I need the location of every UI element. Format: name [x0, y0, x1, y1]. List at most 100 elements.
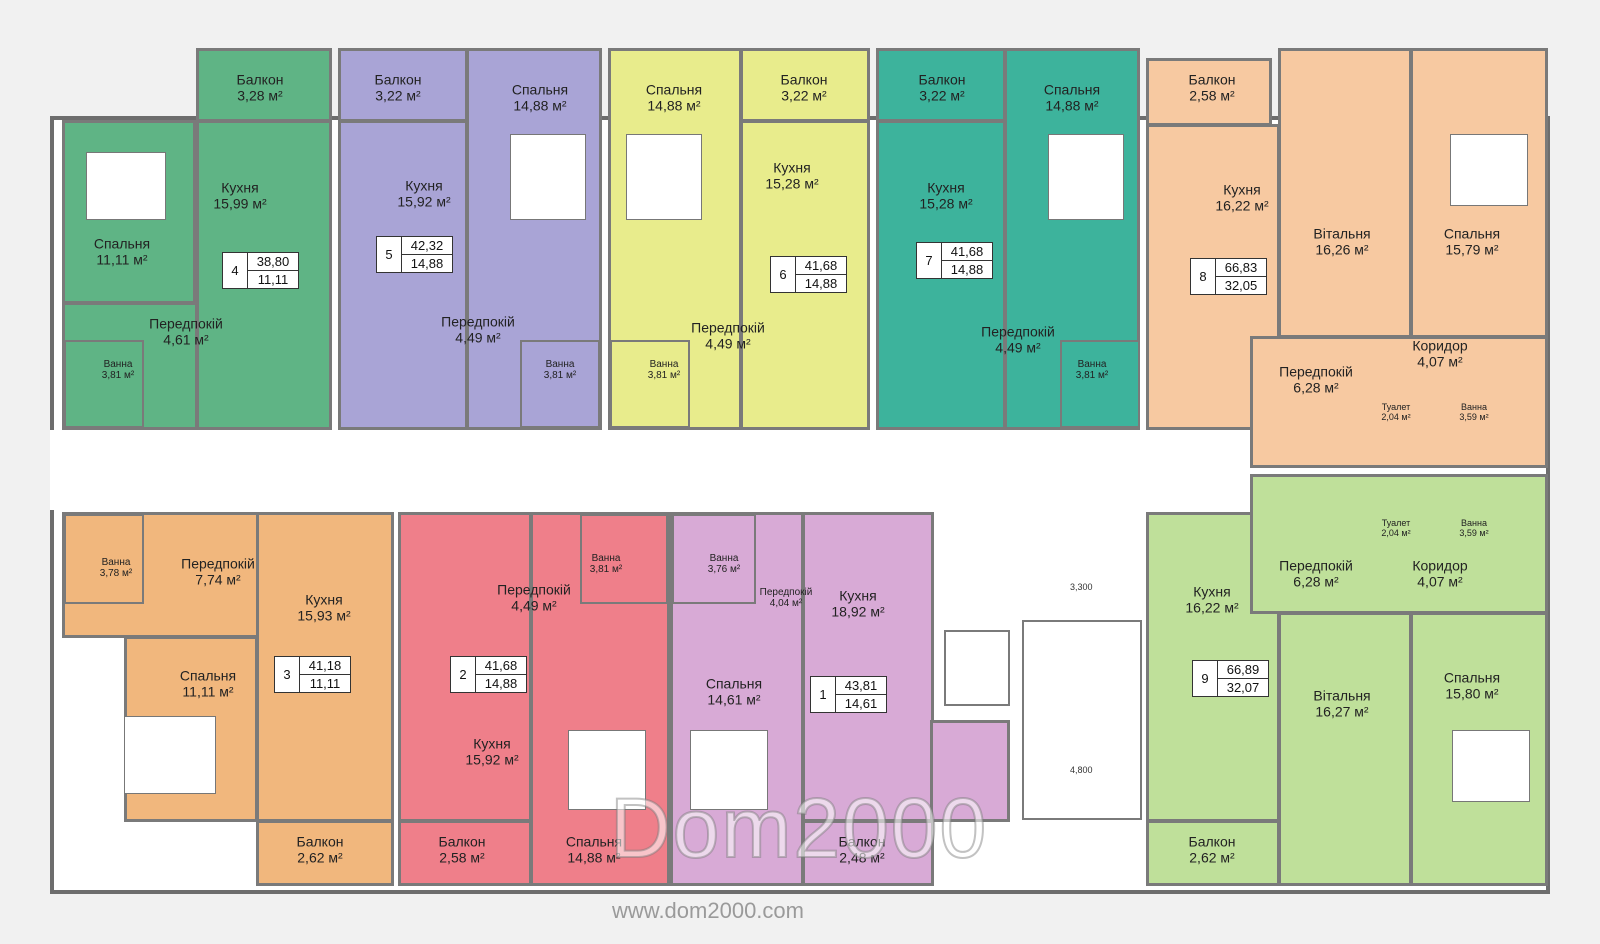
room-area: 15,28 м² [919, 195, 973, 211]
room-area: 18,92 м² [831, 603, 885, 619]
room-area: 4,49 м² [705, 335, 751, 351]
room-area: 2,58 м² [1189, 87, 1235, 103]
room-apt6-balcony [740, 48, 870, 122]
room-name: Ванна [1461, 517, 1487, 528]
bed-apt9 [1452, 730, 1530, 802]
apartment-living-area: 14,88 [410, 256, 444, 271]
bath-apt2 [580, 514, 668, 604]
apartment-number: 1 [811, 677, 836, 712]
room-area: 2,04 м² [1381, 412, 1411, 422]
bed-apt3 [124, 716, 216, 794]
room-name: Спальня [1043, 81, 1101, 98]
room-area: 3,22 м² [781, 87, 827, 103]
apartment-total-area: 66,83 [1216, 259, 1266, 277]
bed-apt6 [626, 134, 702, 220]
room-name: Ванна [649, 358, 679, 370]
room-name: Кухня [405, 177, 443, 194]
room-name: Балкон [296, 833, 344, 850]
room-area: 2,62 м² [297, 849, 343, 865]
apartment-total-area: 41,68 [476, 657, 526, 675]
bath-apt5 [520, 340, 600, 428]
room-area: 14,88 м² [647, 97, 701, 113]
apartment-total-area: 38,80 [248, 253, 298, 271]
room-area: 11,11 м² [182, 683, 234, 699]
room-name: Кухня [221, 179, 259, 196]
room-area: 15,93 м² [297, 607, 351, 623]
room-area: 3,81 м² [647, 370, 681, 381]
room-area: 14,88 м² [1045, 97, 1099, 113]
room-name: Туалет [1381, 517, 1411, 528]
room-area: 2,58 м² [439, 849, 485, 865]
room-name: Передпокій [497, 581, 571, 598]
room-area: 7,74 м² [195, 571, 241, 587]
bath-apt4 [64, 340, 144, 428]
room-name: Туалет [1381, 401, 1411, 412]
room-apt3-balcony [256, 820, 394, 886]
room-area: 6,28 м² [1293, 573, 1339, 589]
apartment-total-area: 66,89 [1218, 661, 1268, 679]
room-area: 3,81 м² [589, 564, 623, 575]
apartment-living-area: 14,88 [804, 276, 838, 291]
room-area: 4,07 м² [1417, 573, 1463, 589]
room-name: Передпокій [981, 323, 1055, 340]
apartment-number: 8 [1191, 259, 1216, 294]
apartment-number: 9 [1193, 661, 1218, 696]
room-area: 3,22 м² [375, 87, 421, 103]
room-name: Ванна [103, 358, 133, 370]
room-name: Вітальня [1313, 687, 1371, 704]
room-apt1-kitchen [802, 512, 934, 822]
apartment-number: 6 [771, 257, 796, 292]
room-name: Спальня [645, 81, 703, 98]
room-name: Балкон [438, 833, 486, 850]
apartment-total-area: 41,68 [942, 243, 992, 261]
room-name: Балкон [236, 71, 284, 88]
room-name: Вітальня [1313, 225, 1371, 242]
apartment-number: 5 [377, 237, 402, 272]
room-name: Передпокій [149, 315, 223, 332]
apartment-total-area: 42,32 [402, 237, 452, 255]
room-name: Спальня [705, 675, 763, 692]
dimension-label: 3,300 [1068, 582, 1095, 592]
room-name: Передпокій [759, 586, 813, 598]
room-apt9-living [1278, 612, 1412, 886]
room-name: Кухня [773, 159, 811, 176]
room-area: 3,28 м² [237, 87, 283, 103]
room-area: 14,61 м² [707, 691, 761, 707]
room-apt1-kitchen-ext [930, 720, 1010, 822]
room-area: 4,07 м² [1417, 353, 1463, 369]
room-apt1-balcony [802, 820, 934, 886]
room-name: Коридор [1412, 337, 1468, 354]
room-area: 14,88 м² [567, 849, 621, 865]
room-apt8-living [1278, 48, 1412, 338]
bed-apt4 [86, 152, 166, 220]
room-area: 4,49 м² [995, 339, 1041, 355]
room-name: Спальня [1443, 669, 1501, 686]
room-area: 14,88 м² [513, 97, 567, 113]
bed-apt8 [1450, 134, 1528, 206]
room-area: 3,81 м² [101, 370, 135, 381]
